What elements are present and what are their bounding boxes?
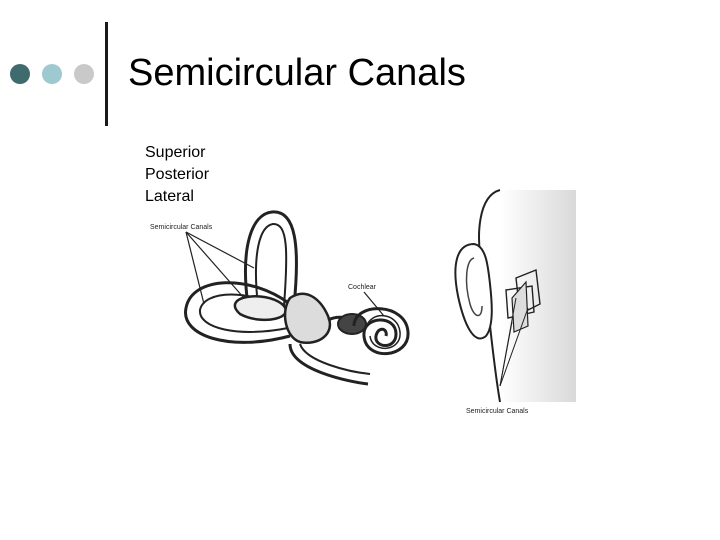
bullet-dot-gray [74, 64, 94, 84]
list-item-posterior: Posterior [145, 164, 209, 186]
label-head-semicircular-canals: Semicircular Canals [466, 408, 529, 415]
label-semicircular-canals: Semicircular Canals [150, 224, 213, 231]
labyrinth-illustration [186, 212, 409, 384]
bullet-dot-dark [10, 64, 30, 84]
slide-title: Semicircular Canals [128, 52, 466, 96]
title-divider [105, 22, 108, 126]
decorative-bullets [10, 64, 96, 86]
inner-ear-figure: Semicircular Canals Cochlear Semicircula… [140, 186, 580, 426]
bullet-dot-light-blue [42, 64, 62, 84]
list-item-superior: Superior [145, 142, 209, 164]
label-cochlear: Cochlear [348, 284, 377, 291]
head-profile-illustration [455, 190, 576, 402]
